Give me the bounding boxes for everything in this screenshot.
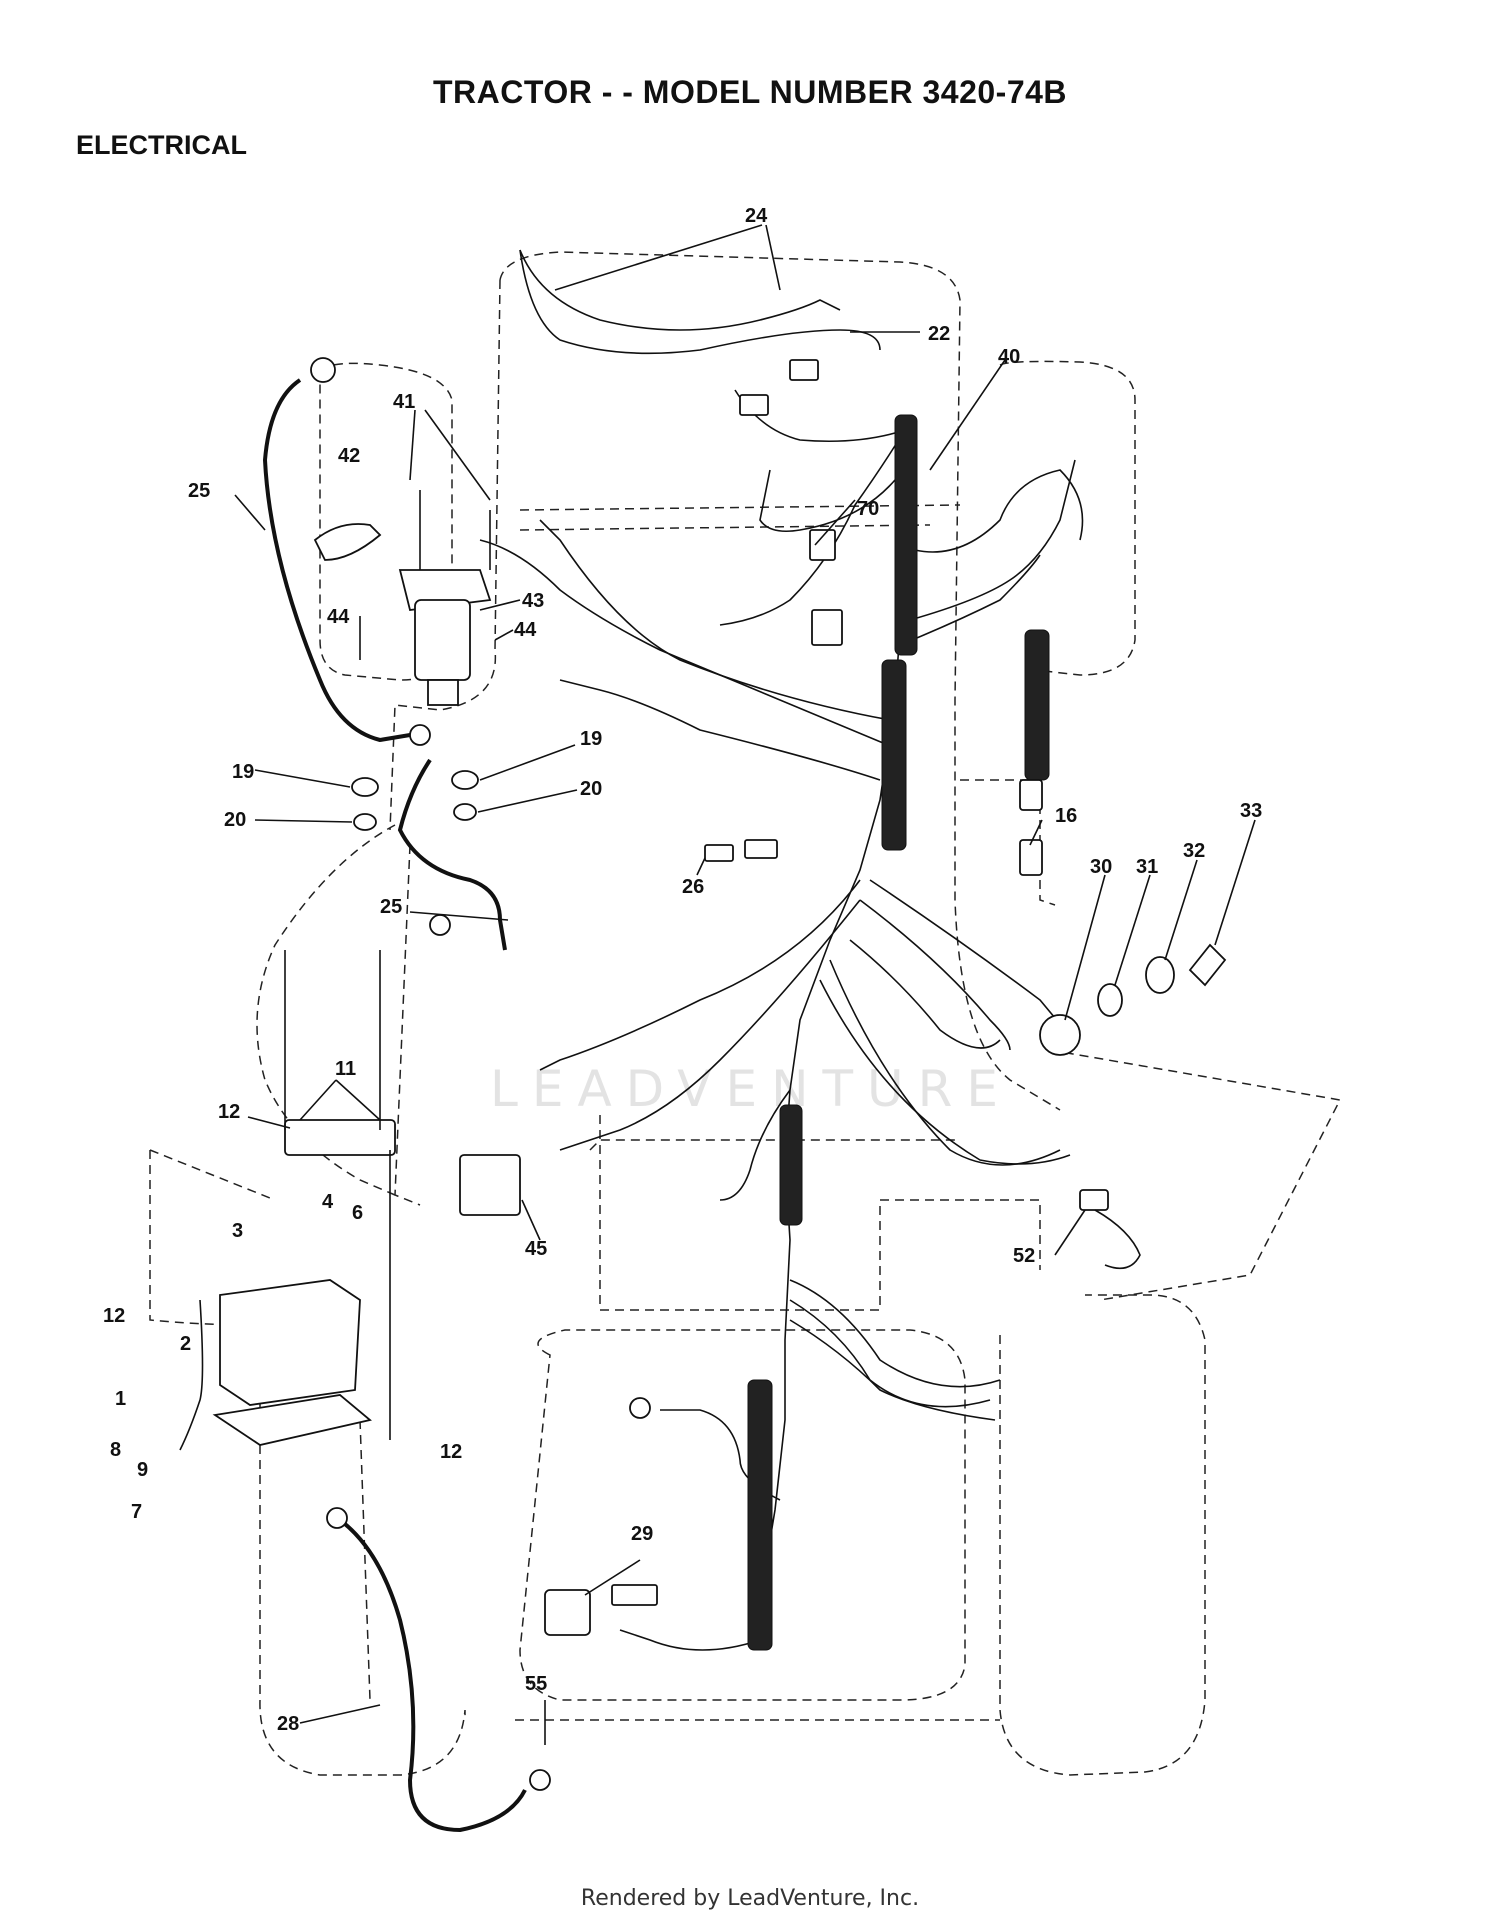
callout-12b: 12 [440, 1441, 462, 1463]
callout-70: 70 [857, 498, 879, 520]
callout-16: 16 [1055, 805, 1077, 827]
callout-55: 55 [525, 1673, 547, 1695]
callout-12: 12 [103, 1305, 125, 1327]
wire-harness [479, 249, 1084, 1651]
callout-26: 26 [682, 876, 704, 898]
callout-1: 1 [115, 1388, 126, 1410]
callout-7: 7 [131, 1501, 142, 1523]
callout-22: 24 [745, 205, 768, 227]
callout-43: 43 [522, 590, 544, 612]
harness-conduit [747, 414, 1050, 1651]
callout-10: 11 [335, 1058, 356, 1080]
callout-20: 20 [224, 809, 246, 831]
callout-4: 4 [322, 1191, 334, 1213]
callout-labels: 24 22 40 41 42 25 70 43 44 44 19 19 20 2… [103, 205, 1262, 1735]
callout-2: 2 [180, 1333, 191, 1355]
callout-41: 41 [393, 391, 415, 413]
callout-33: 33 [1240, 800, 1262, 822]
page-title: TRACTOR - - MODEL NUMBER 3420-74B [432, 74, 1068, 110]
callout-40: 40 [998, 346, 1020, 368]
callout-32: 32 [1183, 840, 1205, 862]
callout-31: 31 [1136, 856, 1158, 878]
starter-solenoid [313, 490, 492, 706]
leader-lines [234, 224, 1256, 1745]
ring-terminals [310, 357, 651, 1791]
battery-cables [179, 378, 527, 1833]
components [459, 359, 1227, 1636]
callout-45: 45 [525, 1238, 547, 1260]
battery [212, 950, 396, 1446]
callout-9: 9 [137, 1459, 148, 1481]
section-heading: ELECTRICAL [76, 130, 247, 160]
callout-11: 12 [218, 1101, 240, 1123]
callout-20b: 20 [580, 778, 602, 800]
callout-3: 3 [232, 1220, 243, 1242]
washers-nuts [351, 770, 479, 831]
page-footer: Rendered by LeadVenture, Inc. [580, 1886, 920, 1911]
callout-21: 22 [928, 323, 950, 345]
callout-42: 42 [338, 445, 360, 467]
callout-44: 44 [327, 606, 350, 628]
callout-30: 30 [1090, 856, 1112, 878]
callout-28: 28 [277, 1713, 299, 1735]
callout-29: 29 [631, 1523, 653, 1545]
callout-44b: 44 [514, 619, 537, 641]
callout-52: 52 [1013, 1245, 1035, 1267]
callout-19b: 19 [580, 728, 602, 750]
callout-6: 6 [352, 1202, 363, 1224]
callout-8: 8 [110, 1439, 121, 1461]
callout-25: 25 [380, 896, 402, 918]
tractor-outline [149, 251, 1342, 1776]
callout-19: 19 [232, 761, 254, 783]
callout-24: 25 [188, 480, 210, 502]
